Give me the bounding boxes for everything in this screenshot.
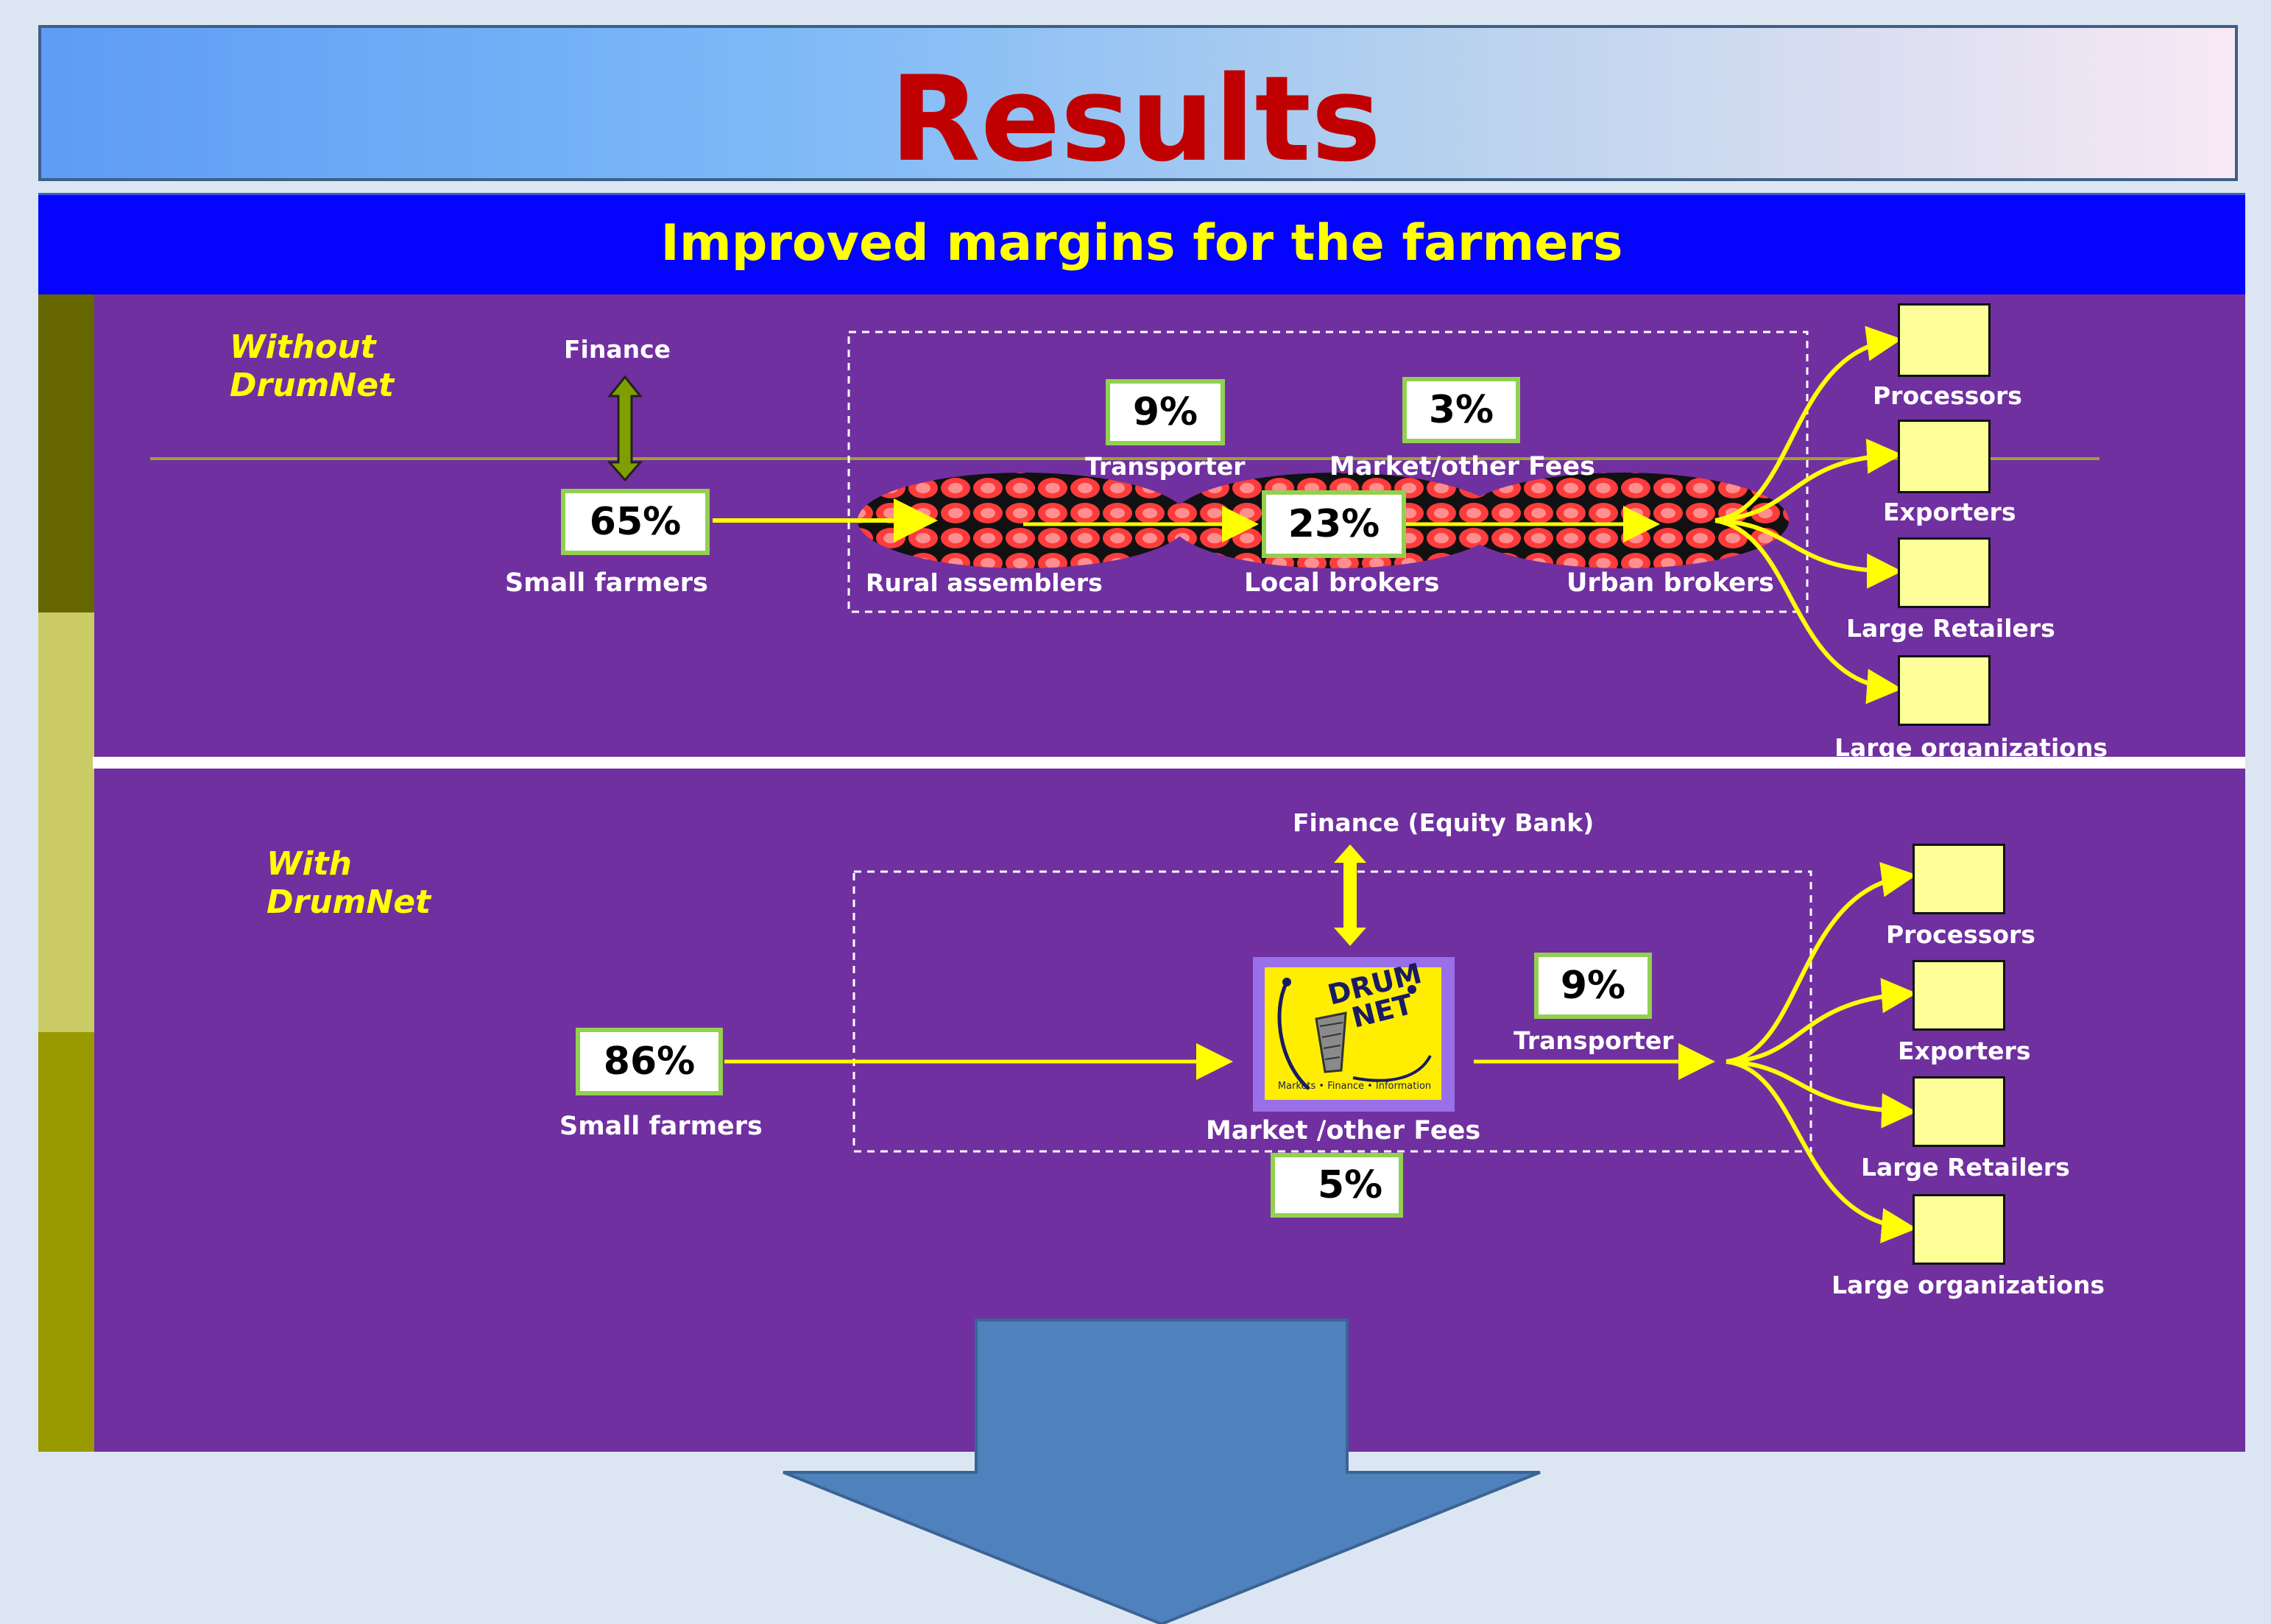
buyer-box <box>1898 537 1991 608</box>
section-divider <box>93 757 2245 769</box>
finance-label: Finance <box>564 335 671 364</box>
title-banner <box>38 25 2238 181</box>
drumnet-group-box <box>852 870 1812 1153</box>
transporter-pct: 9% <box>1534 953 1652 1019</box>
buyer-box <box>1898 303 1991 377</box>
transporter-label: Transporter <box>1085 452 1246 481</box>
local-brokers-label: Local brokers <box>1244 568 1440 598</box>
scenario-label-line: With <box>266 845 352 883</box>
market-fees-pct: 5% <box>1271 1153 1403 1218</box>
rural-assemblers-label: Rural assemblers <box>866 568 1103 597</box>
transporter-label: Transporter <box>1514 1026 1674 1055</box>
buyer-label-processors: Processors <box>1873 381 2022 410</box>
small-farmers-label: Small farmers <box>559 1112 763 1141</box>
urban-brokers-label: Urban brokers <box>1567 568 1774 598</box>
scenario-label-line: Without <box>230 328 376 366</box>
drumnet-logo-tagline: Markets • Finance • Information <box>1277 1081 1432 1092</box>
finance-double-arrow <box>607 375 643 482</box>
urban-brokers-ellipse <box>1458 473 1789 568</box>
finance-equity-double-arrow <box>1334 844 1366 946</box>
page-title: Results <box>889 50 1382 188</box>
market-fees-label: Market /other Fees <box>1206 1116 1481 1145</box>
scenario-label-line: DrumNet <box>230 367 395 404</box>
drum-icon <box>1277 978 1432 1090</box>
subtitle-banner <box>38 193 2245 297</box>
small-farmers-label: Small farmers <box>505 568 708 598</box>
market-fees-label: Market/other Fees <box>1329 452 1595 481</box>
buyer-label-large-organizations: Large organizations <box>1832 1271 2105 1299</box>
bottom-fan-arrows <box>1726 861 1917 1243</box>
buyer-box <box>1898 420 1991 493</box>
buyer-box <box>1912 1194 2005 1265</box>
intermediaries-group-box <box>847 331 1809 613</box>
small-farmers-pct: 86% <box>576 1028 723 1095</box>
buyer-label-large-retailers: Large Retailers <box>1846 614 2055 643</box>
finance-equity-label: Finance (Equity Bank) <box>1293 808 1594 837</box>
buyer-box <box>1912 960 2005 1031</box>
small-farmers-pct: 65% <box>561 489 710 555</box>
buyer-label-exporters: Exporters <box>1883 498 2016 526</box>
market-fees-pct: 3% <box>1402 377 1520 443</box>
local-brokers-pct: 23% <box>1262 490 1406 558</box>
buyer-label-large-retailers: Large Retailers <box>1861 1153 2070 1182</box>
scenario-label-line: DrumNet <box>266 883 431 921</box>
rural-assemblers-ellipse <box>858 473 1189 568</box>
transporter-pct: 9% <box>1106 379 1225 445</box>
with-drumnet-label: With DrumNet <box>266 845 431 922</box>
buyer-label-large-organizations: Large organizations <box>1834 733 2108 762</box>
down-arrow <box>783 1318 1541 1624</box>
sidebar-band-top <box>38 294 94 612</box>
buyer-box <box>1898 655 1991 726</box>
buyer-label-exporters: Exporters <box>1898 1037 2031 1065</box>
buyer-label-processors: Processors <box>1886 920 2035 949</box>
subtitle: Improved margins for the farmers <box>660 214 1623 272</box>
without-drumnet-label: Without DrumNet <box>230 328 394 405</box>
buyer-box <box>1912 844 2005 914</box>
buyer-box <box>1912 1076 2005 1147</box>
sidebar-band-middle <box>38 612 94 1032</box>
sidebar-band-bottom <box>38 1032 94 1452</box>
top-fan-arrows <box>1714 325 1902 705</box>
